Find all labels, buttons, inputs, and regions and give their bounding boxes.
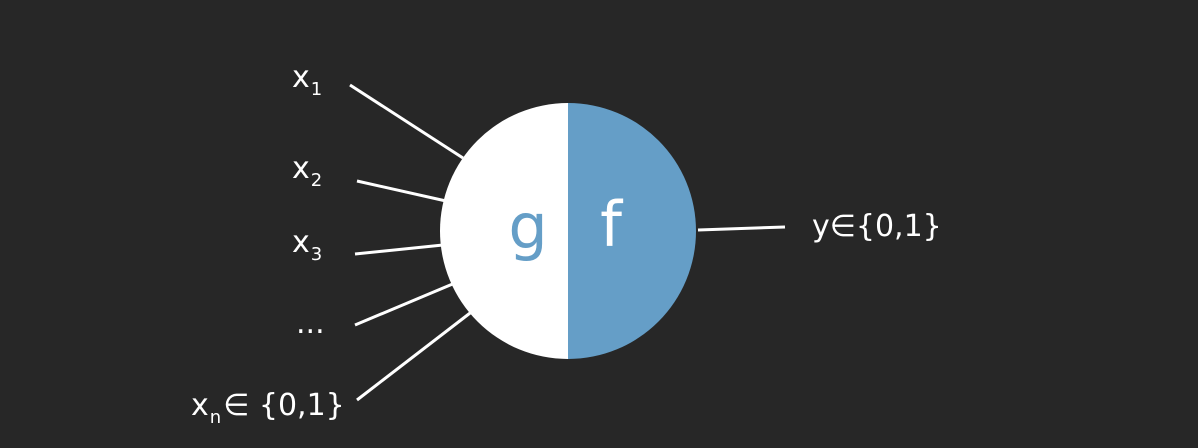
input-label-3: x3: [292, 225, 322, 265]
neuron-left-half: [440, 103, 568, 359]
neuron-right-letter: f: [600, 188, 624, 261]
input-line-3: [354, 243, 444, 256]
input-line-1: [349, 83, 464, 160]
input-label-1: x1: [292, 60, 322, 100]
input-label-5: xn∈ {0,1}: [191, 388, 345, 428]
neuron-right-half: [568, 103, 696, 359]
input-label-2: x2: [292, 151, 322, 191]
output-line: [697, 225, 786, 232]
input-label-4: ...: [296, 306, 325, 341]
neuron-left-letter: g: [508, 190, 547, 263]
output-label: y∈{0,1}: [812, 209, 942, 244]
neuron: g f: [440, 103, 696, 359]
input-line-2: [356, 179, 447, 203]
input-line-4: [354, 281, 456, 327]
input-line-5: [356, 308, 475, 402]
